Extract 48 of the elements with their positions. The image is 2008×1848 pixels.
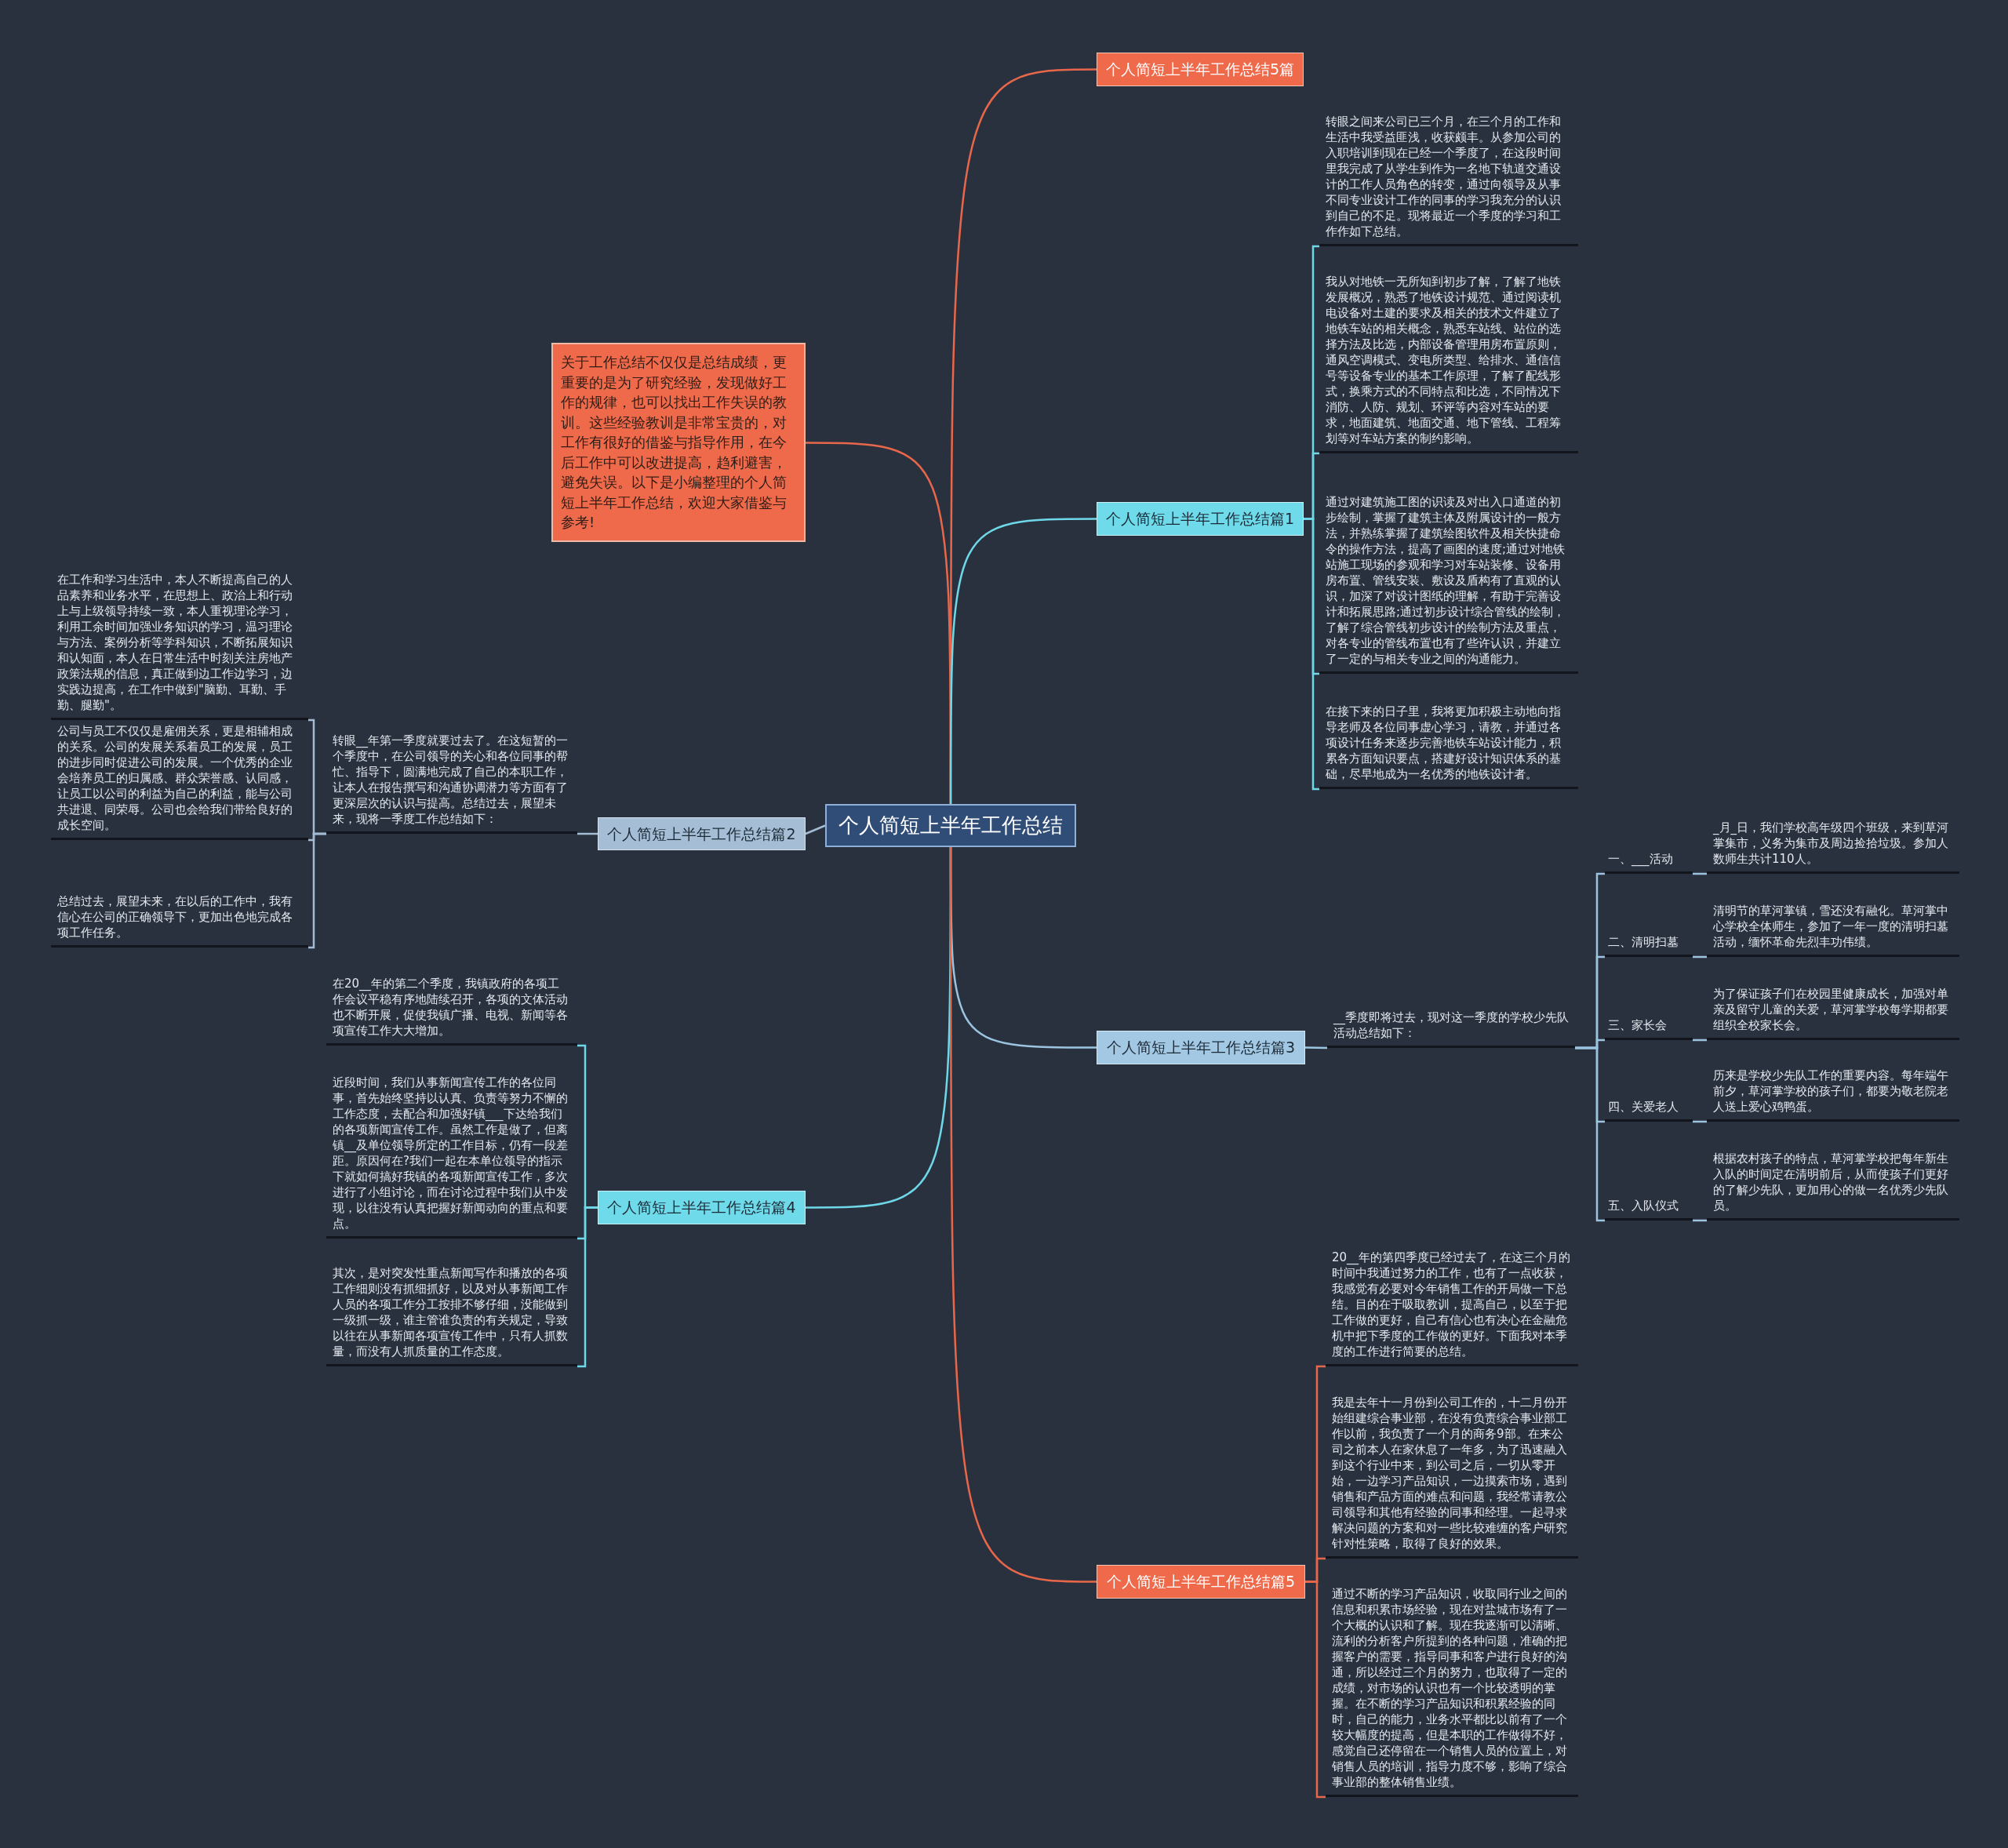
text-note: 公司与员工不仅仅是雇佣关系，更是相辅相成的关系。公司的发展关系着员工的发展，员工的进步同时促进公司的发展。一个优秀的企业会培养员工的归属感、群众荣誉感、认同感，让员工以公司的利益为自己的利益，能与公司共进退、同荣辱。公司也会给我们带给良好的成长空间。 bbox=[51, 723, 308, 840]
text-note: 清明节的草河掌镇，雪还没有融化。草河掌中心学校全体师生，参加了一年一度的清明扫墓活动，缅怀革命先烈丰功伟绩。 bbox=[1707, 903, 1959, 957]
branch-topic: 个人简短上半年工作总结篇5 bbox=[1097, 1565, 1305, 1599]
text-note: 在20__年的第二个季度，我镇政府的各项工作会议平稳有序地陆续召开，各项的文体活动也不断开展，促使我镇广播、电视、新闻等各项宣传工作大大增加。 bbox=[326, 976, 577, 1046]
branch-topic: 个人简短上半年工作总结篇2 bbox=[598, 817, 806, 850]
text-note: 我是去年十一月份到公司工作的，十二月份开始组建综合事业部，在没有负责综合事业部工作以前，我负责了一个月的商务9部。在来公司之前本人在家休息了一年多，为了迅速融入到这个行业中来，到公司之后，一切从零开始，一边学习产品知识，一边摸索市场，遇到销售和产品方面的难点和问题，我经常请教公司领导和其他有经验的同事和经理。一起寻求解决问题的方案和对一些比较难缠的客户研究针对性策略，取得了良好的效果。 bbox=[1326, 1395, 1578, 1559]
connector-line bbox=[949, 847, 1097, 1583]
connector-line bbox=[1693, 955, 1707, 959]
connector-line bbox=[1304, 1046, 1328, 1050]
text-note: 通过对建筑施工图的识读及对出入口通道的初步绘制，掌握了建筑主体及附属设计的一般方法，并熟练掌握了建筑绘图软件及相关快捷命令的操作方法，提高了画图的速度;通过对地铁站施工现场的参观和学习对车站装修、设备用房布置、管线安装、敷设及盾构有了直观的认识，加深了对设计图纸的理解，有助于完善设计和拓展思路;通过初步设计综合管线的绘制，了解了综合管线初步设计的绘制方法及重点，对各专业的管线布置也有了些许认识，并建立了一定的与相关专业之间的沟通能力。 bbox=[1319, 494, 1578, 674]
subtopic-label: 五、入队仪式 bbox=[1605, 1198, 1693, 1220]
connector-line bbox=[577, 1206, 598, 1368]
intro-note: 关于工作总结不仅仅是总结成绩，更重要的是为了研究经验，发现做好工作的规律，也可以找出工作失误的教训。这些经验教训是非常宝贵的，对工作有很好的借鉴与指导作用，在今后工作中可以改进提高，趋利避害，避免失误。以下是小编整理的个人简短上半年工作总结，欢迎大家借鉴与参考! bbox=[551, 343, 806, 542]
subtopic-label: 一、___活动 bbox=[1605, 851, 1693, 874]
text-note: __季度即将过去，现对这一季度的学校少先队活动总结如下： bbox=[1327, 1009, 1575, 1048]
text-note: 在接下来的日子里，我将更加积极主动地向指导老师及各位同事虚心学习，请教，并通过各项设计任务来逐步完善地铁车站设计能力，积累各方面知识要点，搭建好设计知识体系的基础，尽早地成为一名优秀的地铁设计者。 bbox=[1319, 704, 1578, 789]
connector-line bbox=[1693, 1039, 1707, 1042]
connector-line bbox=[1304, 518, 1319, 791]
connector-line bbox=[1305, 1581, 1326, 1799]
connector-line bbox=[1575, 1046, 1605, 1222]
text-note: 为了保证孩子们在校园里健康成长，加强对单亲及留守儿童的关爱，草河掌学校每学期都要组织全校家长会。 bbox=[1707, 986, 1959, 1040]
text-note: 20__年的第四季度已经过去了，在这三个月的时间中我通过努力的工作，也有了一点收获，我感觉有必要对今年销售工作的开局做一下总结。目的在于吸取教训，提高自己，以至于把工作做的更好，自己有信心也有决心在金融危机中把下季度的工作做的更好。下面我对本季度的工作进行简要的总结。 bbox=[1326, 1250, 1578, 1366]
subtopic-label: 三、家长会 bbox=[1605, 1017, 1693, 1040]
branch-topic: 个人简短上半年工作总结篇1 bbox=[1097, 502, 1304, 536]
connector-line bbox=[1693, 1120, 1707, 1123]
text-note: 转眼之间来公司已三个月，在三个月的工作和生活中我受益匪浅，收获颇丰。从参加公司的入职培训到现在已经一个季度了，在这段时间里我完成了从学生到作为一名地下轨道交通设计的工作人员角色的转变，通过向领导及从事不同专业设计工作的同事的学习我充分的认识到自己的不足。现将最近一个季度的学习和工作作如下总结。 bbox=[1319, 114, 1578, 246]
subtopic-label: 四、关爱老人 bbox=[1605, 1099, 1693, 1122]
connector-line bbox=[577, 832, 598, 835]
branch-topic: 个人简短上半年工作总结篇4 bbox=[598, 1191, 806, 1224]
text-note: 根据农村孩子的特点，草河掌学校把每年新生入队的时间定在清明前后，从而使孩子们更好的了解少先队，更加用心的做一名优秀少先队员。 bbox=[1707, 1151, 1959, 1220]
text-note: 通过不断的学习产品知识，收取同行业之间的信息和积累市场经验，现在对盐城市场有了一个大概的认识和了解。现在我逐渐可以清晰、流利的分析客户所提到的各种问题，准确的把握客户的需要，指导同事和客户进行良好的沟通，所以经过三个月的努力，也取得了一定的成绩，对市场的认识也有一个比较透明的掌握。在不断的学习产品知识和积累经验的同时，自己的能力，业务水平都比以前有了一个较大幅度的提高，但是本职的工作做得不好，感觉自己还停留在一个销售人员的位置上，对销售人员的培训，指导力度不够，影响了综合事业部的整体销售业绩。 bbox=[1326, 1586, 1578, 1797]
text-note: 在工作和学习生活中，本人不断提高自己的人品素养和业务水平，在思想上、政治上和行动上与上级领导持续一致，本人重视理论学习，利用工余时间加强业务知识的学习，温习理论与方法、案例分析等学科知识，不断拓展知识和认知面，本人在日常生活中时刻关注房地产政策法规的信息，真正做到边工作边学习，边实践边提高，在工作中做到"脑勤、耳勤、手勤、腿勤"。 bbox=[51, 572, 308, 720]
connector-line bbox=[1693, 1219, 1707, 1222]
text-note: 历来是学校少先队工作的重要内容。每年端午前夕，草河掌学校的孩子们，都要为敬老院老人送上爱心鸡鸭蛋。 bbox=[1707, 1068, 1959, 1122]
subtopic-label: 二、清明扫墓 bbox=[1605, 934, 1693, 957]
text-note: 转眼__年第一季度就要过去了。在这短暂的一个季度中，在公司领导的关心和各位同事的帮忙、指导下，圆满地完成了自己的本职工作，让本人在报告撰写和沟通协调潜力等方面有了更深层次的认识与提高。总结过去，展望未来，现将一季度工作总结如下： bbox=[326, 733, 577, 834]
text-note: 其次，是对突发性重点新闻写作和播放的各项工作细则没有抓细抓好，以及对从事新闻工作人员的各项工作分工按排不够仔细，没能做到一级抓一级，谁主管谁负责的有关规定，导致以往在从事新闻各项宣传工作中，只有人抓数量，而没有人抓质量的工作态度。 bbox=[326, 1265, 577, 1366]
branch-topic: 个人简短上半年工作总结5篇 bbox=[1097, 53, 1304, 86]
connector-line bbox=[308, 832, 326, 949]
branch-topic: 个人简短上半年工作总结篇3 bbox=[1097, 1031, 1305, 1064]
connector-line bbox=[805, 824, 826, 835]
connector-line bbox=[1693, 872, 1707, 875]
text-note: 我从对地铁一无所知到初步了解，了解了地铁发展概况，熟悉了地铁设计规范、通过阅读机电设备对土建的要求及相关的技术文件建立了地铁车站的相关概念，熟悉车站线、站位的选择方法及比选，内部设备管理用房布置原则，通风空调模式、变电所类型、给排水、通信信号等设备专业的基本工作原理，了解了配线形式，换乘方式的不同特点和比选，不同情况下消防、人防、规划、环评等内容对车站的要求，地面建筑、地面交通、地下管线、工程筹划等对车站方案的制约影响。 bbox=[1319, 274, 1578, 453]
central-topic: 个人简短上半年工作总结 bbox=[825, 804, 1076, 847]
text-note: 总结过去，展望未来，在以后的工作中，我有信心在公司的正确领导下，更加出色地完成各项工作任务。 bbox=[51, 893, 308, 948]
connector-line bbox=[949, 518, 1097, 804]
text-note: 近段时间，我们从事新闻宣传工作的各位同事，首先始终坚持以认真、负责等努力不懈的工作态度，去配合和加强好镇___下达给我们的各项新闻宣传工作。虽然工作是做了，但离镇__及单位领导所定的工作目标，仍有一段差距。原因何在?我们一起在本单位领导的指示下就如何搞好我镇的各项新闻宣传工作，多次进行了小组讨论，而在讨论过程中我们从中发现，以往没有认真把握好新闻动向的重点和要点。 bbox=[326, 1075, 577, 1239]
text-note: _月_日，我们学校高年级四个班级，来到草河掌集市，义务为集市及周边捡拾垃圾。参加人数师生共计110人。 bbox=[1707, 820, 1959, 874]
